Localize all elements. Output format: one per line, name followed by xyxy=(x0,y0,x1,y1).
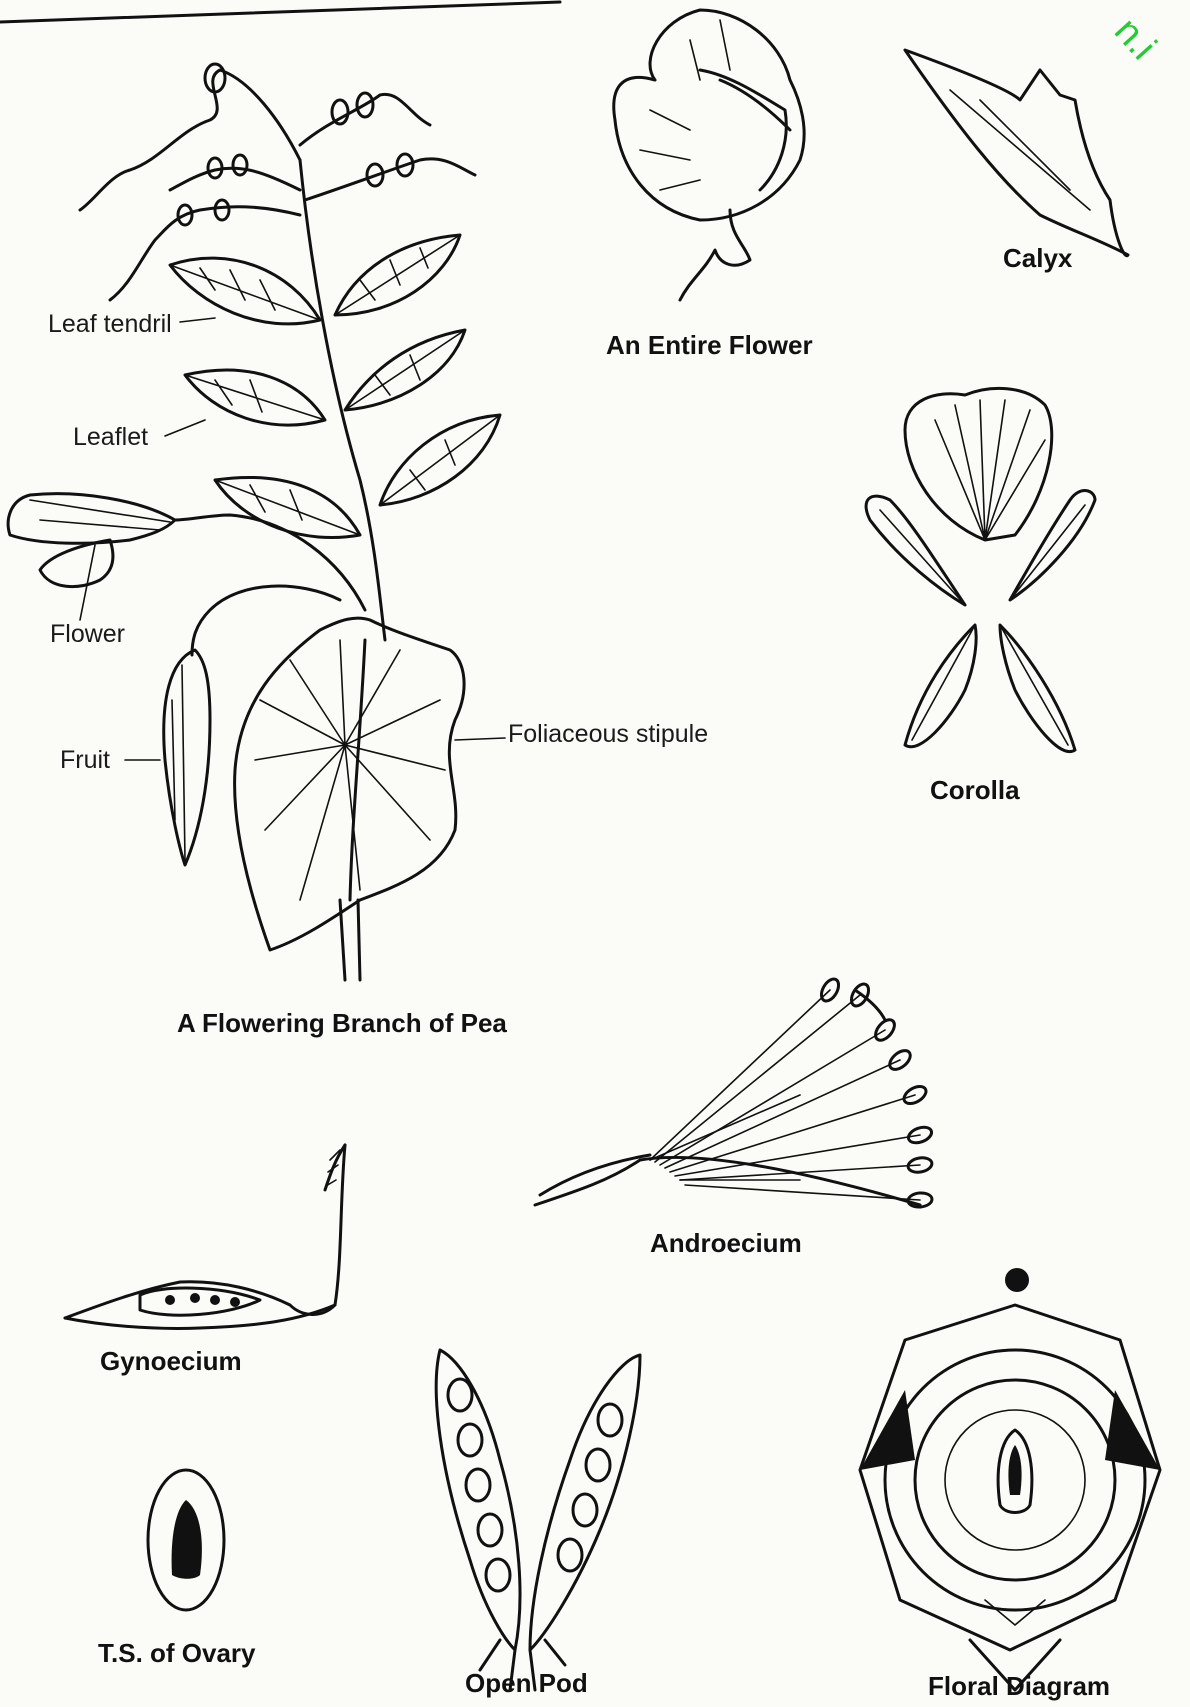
calyx-drawing xyxy=(905,50,1128,256)
top-border-line xyxy=(0,2,560,22)
gynoecium-drawing xyxy=(65,1145,345,1328)
caption-floral-diagram: Floral Diagram xyxy=(928,1673,1110,1699)
caption-flowering-branch: A Flowering Branch of Pea xyxy=(177,1010,507,1036)
caption-corolla: Corolla xyxy=(930,777,1020,803)
label-flower: Flower xyxy=(50,622,125,647)
caption-androecium: Androecium xyxy=(650,1230,802,1256)
label-leaf-tendril: Leaf tendril xyxy=(48,312,172,337)
floral-diagram-drawing xyxy=(860,1268,1160,1690)
label-foliaceous-stipule: Foliaceous stipule xyxy=(508,722,708,747)
caption-gynoecium: Gynoecium xyxy=(100,1348,242,1374)
label-leaflet: Leaflet xyxy=(73,425,148,450)
flowering-branch-drawing xyxy=(8,64,505,980)
open-pod-drawing xyxy=(436,1350,640,1690)
caption-entire-flower: An Entire Flower xyxy=(606,332,813,358)
androecium-drawing xyxy=(535,976,934,1208)
corolla-drawing xyxy=(866,388,1095,751)
caption-open-pod: Open Pod xyxy=(465,1670,588,1696)
entire-flower-drawing xyxy=(614,10,804,300)
ts-ovary-drawing xyxy=(148,1470,224,1610)
caption-ts-ovary: T.S. of Ovary xyxy=(98,1640,256,1666)
label-fruit: Fruit xyxy=(60,748,110,773)
caption-calyx: Calyx xyxy=(1003,245,1072,271)
